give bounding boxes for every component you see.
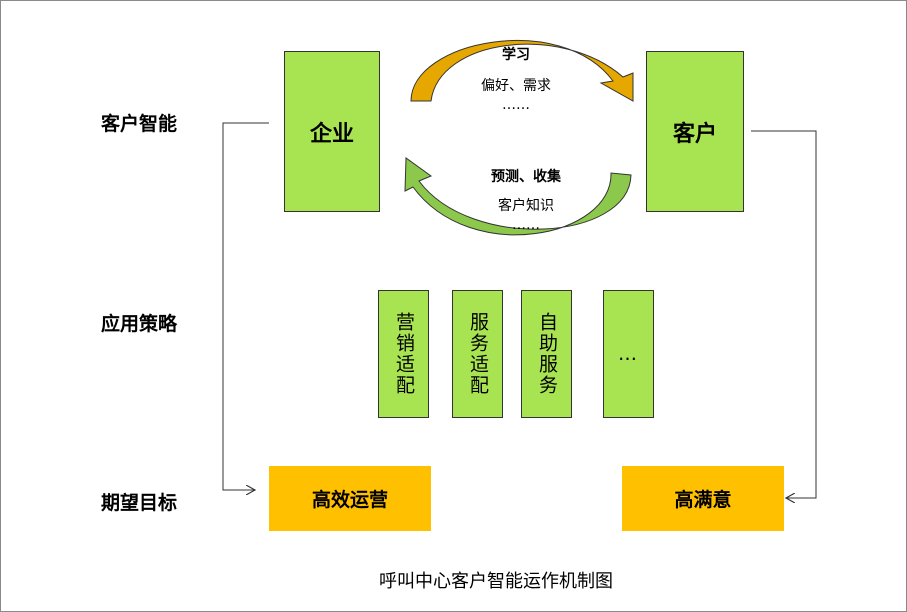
strategy-self-service: 自助服务 — [521, 290, 572, 418]
predict-line1: 客户知识 — [498, 198, 554, 214]
predict-arc-arrow — [404, 157, 632, 236]
goal-high-satisfaction: 高满意 — [622, 466, 784, 531]
strategy-more: … — [603, 290, 654, 418]
row-label-expected-goal: 期望目标 — [101, 492, 178, 514]
goal-efficient-operation: 高效运营 — [269, 466, 431, 531]
learn-title: 学习 — [502, 47, 530, 63]
row-label-application-strategy: 应用策略 — [101, 313, 178, 335]
learn-line2: …… — [502, 97, 530, 113]
right-connector — [751, 130, 817, 498]
strategy-service: 服务适配 — [452, 290, 503, 418]
predict-title: 预测、收集 — [491, 169, 561, 185]
predict-line2: …… — [512, 217, 540, 233]
left-connector — [222, 122, 269, 490]
caption: 呼叫中心客户智能运作机制图 — [379, 571, 613, 592]
strategy-marketing: 营销适配 — [378, 290, 429, 418]
learn-line1: 偏好、需求 — [481, 78, 551, 94]
learn-arc-arrow — [410, 40, 634, 102]
enterprise-box: 企业 — [284, 51, 380, 212]
customer-box: 客户 — [646, 51, 744, 212]
row-label-customer-intelligence: 客户智能 — [101, 113, 178, 135]
